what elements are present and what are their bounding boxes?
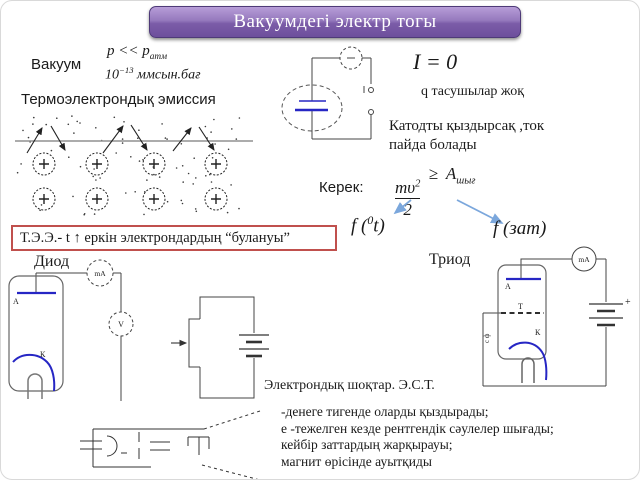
gun-body [80, 428, 210, 468]
pressure-formula: p << pатм [107, 43, 167, 62]
fraction-numerator-sup: 2 [415, 178, 421, 190]
circuit-wires [311, 57, 372, 140]
magnitude-unit: ммсын.бағ [133, 67, 201, 83]
filament-icon [27, 373, 43, 399]
f-material: f (зат) [493, 218, 547, 239]
open-switch-icon [363, 86, 374, 115]
galvanometer-icon [339, 46, 363, 70]
beams-heading: Электрондық шоқтар. Э.С.Т. [264, 378, 435, 393]
anode-label: А [13, 297, 19, 306]
emission-heading: Термоэлектрондық эмиссия [21, 91, 216, 108]
triode-wires [482, 258, 607, 387]
emission-arrows [26, 124, 215, 154]
magnitude-exponent: −13 [119, 65, 134, 75]
milliammeter-icon: mA [86, 259, 114, 287]
cathode-note-line2: пайда болады [389, 137, 477, 153]
triode-label: Триод [429, 251, 471, 268]
f-temp-pre: f ( [351, 215, 368, 237]
cathode-curve [508, 341, 548, 381]
battery-icon [589, 303, 623, 327]
condition-label: Керек: [319, 179, 364, 196]
beams-item: -денеге тигенде оларды қыздырады; [281, 404, 489, 419]
diode-label: Диод [34, 253, 70, 270]
title-banner: Вакуумдегі электр тогы [149, 6, 521, 38]
work-subscript: шығ [456, 175, 476, 187]
milliammeter-icon: mA [571, 246, 597, 272]
tee-definition-text: Т.Э.Э.- t ↑ еркін электрондардың “булану… [20, 229, 290, 246]
cathode-label: К [40, 350, 46, 359]
triode-tube [497, 264, 547, 360]
cathode-note: Катодты қыздырсақ ,ток пайда болады [389, 117, 544, 155]
f-temp-sup: 0 [367, 214, 374, 227]
battery-plus-label: + [625, 297, 631, 308]
svg-text:mA: mA [94, 269, 106, 278]
geq-sign: ≥ [428, 164, 438, 183]
svg-text:mA: mA [578, 255, 590, 264]
f-temp-post: t) [373, 215, 385, 237]
diode-circuit: А К mA V [8, 259, 269, 401]
beams-list: -денеге тигенде оларды қыздырады; е -теж… [281, 404, 591, 470]
f-temperature: f (0t) [351, 214, 385, 237]
pressure-sub: атм [149, 52, 168, 62]
diode-wires [35, 272, 255, 401]
diode-tube [8, 275, 64, 392]
pressure-main: p << p [107, 43, 150, 59]
ion-lattice [32, 152, 228, 211]
filament-icon [521, 357, 535, 383]
arrow-to-material [456, 199, 504, 224]
beams-item: кейбір заттардың жарқырауы; [281, 437, 453, 452]
magnitude-base: 10 [105, 67, 119, 83]
work-symbol: A [445, 164, 457, 183]
cathode-label: К [535, 328, 541, 337]
glass-bulb [281, 84, 343, 132]
cathode-curve [12, 353, 56, 392]
cathode-note-line1: Катодты қыздырсақ ,ток [389, 118, 545, 134]
electron-dots [16, 115, 241, 216]
electron-gun-diagram [80, 410, 261, 479]
arrow-to-temperature [393, 199, 412, 215]
beams-item: магнит өрісінде ауытқиды [281, 453, 432, 469]
triode-circuit: + А Т К с ф mA [482, 246, 631, 387]
vacuum-label: Вакуум [31, 56, 82, 73]
svg-text:V: V [118, 320, 124, 329]
beams-item: е -тежелген кезде рентгендік сәулелер шы… [281, 420, 554, 436]
pressure-magnitude: 10−13 ммсын.бағ [105, 65, 201, 84]
no-carriers-note: q тасушылар жоқ [421, 84, 525, 99]
voltmeter-icon: V [108, 311, 134, 337]
battery-icon [239, 334, 269, 358]
electron-beam-dashes [201, 410, 261, 479]
anode-label: А [505, 282, 511, 291]
relation-arrows [393, 199, 504, 224]
gun-cathode [106, 435, 118, 457]
current-formula: I = 0 [413, 49, 458, 74]
vacuum-tube-circuit [281, 46, 374, 140]
grid-wire-label: с ф [483, 333, 491, 343]
fraction-denominator: 2 [403, 200, 412, 220]
tee-definition-box: Т.Э.Э.- t ↑ еркін электрондардың “булану… [11, 225, 337, 251]
page-title: Вакуумдегі электр тогы [233, 11, 437, 32]
fraction-numerator: mυ [395, 178, 416, 197]
grid-label: Т [518, 302, 523, 311]
thermionic-emission-diagram [15, 115, 253, 216]
